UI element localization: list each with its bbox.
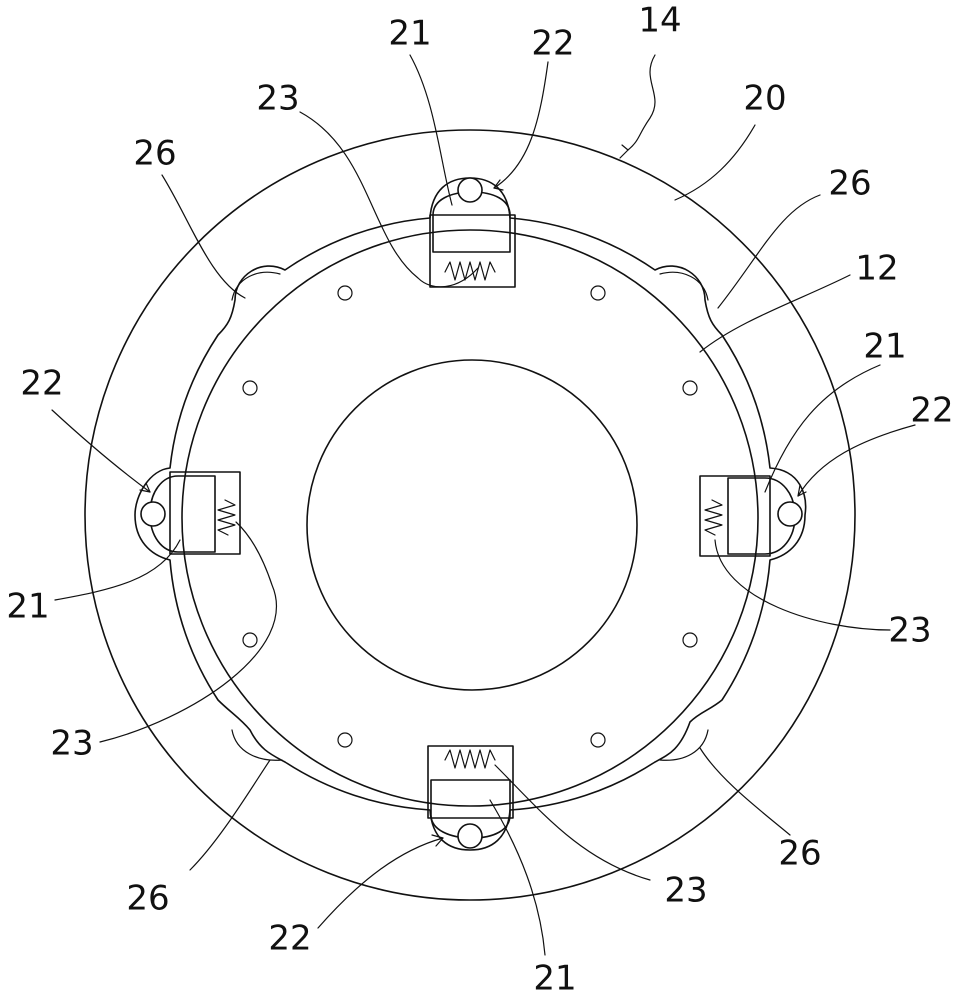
pawl-assembly-left bbox=[140, 471, 241, 555]
leader-26-tr bbox=[717, 194, 821, 309]
hole bbox=[337, 732, 353, 748]
label-22-bottom: 22 bbox=[268, 919, 311, 959]
leader-21-left bbox=[54, 539, 181, 601]
leader-21-right bbox=[764, 364, 881, 493]
recess-arc-bottom-right bbox=[659, 729, 709, 761]
hole bbox=[590, 732, 606, 748]
label-23-top: 23 bbox=[256, 79, 299, 119]
leader-23-left bbox=[99, 521, 278, 743]
spring bbox=[217, 499, 236, 536]
label-22-left: 22 bbox=[20, 364, 63, 404]
leader-26-br bbox=[699, 747, 791, 836]
label-20: 20 bbox=[743, 79, 786, 119]
label-23-bottom: 23 bbox=[664, 871, 707, 911]
hole bbox=[242, 632, 258, 648]
leader-26-bl bbox=[189, 759, 271, 871]
pawl-housing bbox=[429, 214, 516, 288]
hole bbox=[682, 380, 698, 396]
arrowhead bbox=[431, 834, 444, 847]
spring bbox=[444, 261, 496, 281]
leader-22-left bbox=[51, 409, 151, 493]
inner-plate-outline bbox=[134, 177, 807, 851]
reference-labels: 14 20 21 22 23 26 26 12 21 22 22 21 23 2… bbox=[6, 1, 953, 999]
hole bbox=[590, 285, 606, 301]
central-bore bbox=[306, 359, 638, 691]
label-12: 12 bbox=[855, 249, 898, 289]
pawl-housing bbox=[169, 471, 241, 555]
label-22-right: 22 bbox=[910, 391, 953, 431]
hole bbox=[337, 285, 353, 301]
label-21-right: 21 bbox=[863, 327, 906, 367]
pawl-housing bbox=[699, 475, 771, 557]
leader-22-bottom bbox=[317, 837, 444, 929]
label-14: 14 bbox=[638, 1, 681, 41]
leader-14 bbox=[627, 54, 656, 151]
inner-plate-edge bbox=[181, 229, 759, 807]
label-21-bottom: 21 bbox=[533, 959, 576, 999]
pawl-assembly-bottom bbox=[427, 745, 514, 849]
spring bbox=[704, 499, 723, 536]
outer-ring bbox=[84, 129, 856, 901]
hole bbox=[682, 632, 698, 648]
label-21-top: 21 bbox=[388, 14, 431, 54]
leader-21-bottom bbox=[489, 799, 546, 956]
leader-23-bottom bbox=[494, 764, 651, 881]
arrowhead bbox=[619, 144, 629, 159]
leader-22-right bbox=[797, 424, 916, 497]
label-22-top: 22 bbox=[531, 24, 574, 64]
plate-holes bbox=[242, 285, 698, 748]
pawl-housing bbox=[427, 745, 514, 819]
arrowhead bbox=[139, 482, 151, 493]
leader-22-top bbox=[493, 61, 549, 189]
leader-12 bbox=[699, 274, 851, 353]
ball bbox=[457, 177, 483, 203]
spring bbox=[444, 749, 496, 769]
recess-arc-top-left bbox=[231, 271, 281, 301]
label-26-bottom-left: 26 bbox=[126, 879, 169, 919]
recess-arc-top-right bbox=[659, 271, 709, 301]
leader-21-top bbox=[409, 54, 453, 206]
label-23-left: 23 bbox=[50, 724, 93, 764]
leader-23-right bbox=[714, 539, 891, 631]
leader-26-tl bbox=[161, 174, 246, 299]
pawl-assembly-top bbox=[429, 177, 516, 288]
label-26-top-right: 26 bbox=[828, 164, 871, 204]
arrowhead bbox=[493, 179, 504, 191]
leader-lines bbox=[51, 54, 916, 956]
arrowhead bbox=[797, 484, 807, 497]
leader-23-top bbox=[299, 111, 479, 288]
label-26-bottom-right: 26 bbox=[778, 834, 821, 874]
label-23-right: 23 bbox=[888, 611, 931, 651]
label-21-left: 21 bbox=[6, 587, 49, 627]
recess-arc-bottom-left bbox=[231, 729, 283, 761]
ball bbox=[777, 501, 803, 527]
hole bbox=[242, 380, 258, 396]
pawl-assembly-right bbox=[699, 475, 803, 557]
ball bbox=[457, 823, 483, 849]
ball bbox=[140, 501, 166, 527]
label-26-top-left: 26 bbox=[133, 134, 176, 174]
leader-20 bbox=[674, 124, 756, 201]
